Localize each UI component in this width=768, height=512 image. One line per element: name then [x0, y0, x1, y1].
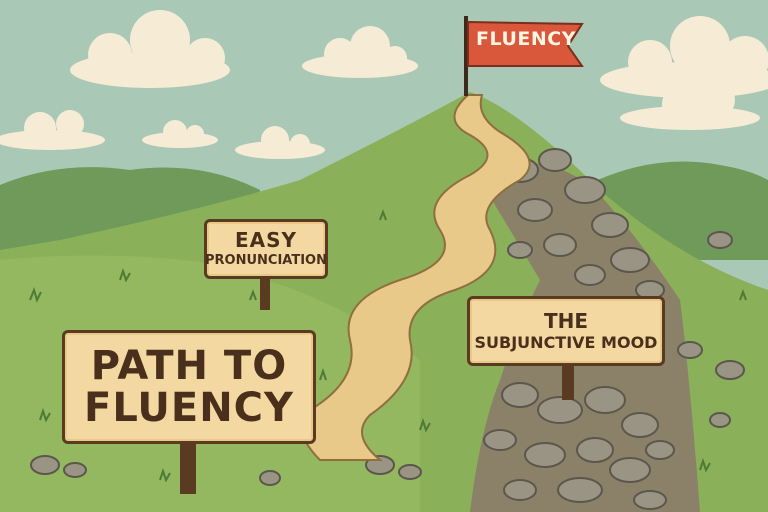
subjunctive-sign-post — [562, 364, 574, 400]
sign-subjunctive-line2: SUBJUNCTIVE MOOD — [474, 332, 658, 352]
cloud — [70, 10, 230, 88]
sign-subjunctive-line1: THE — [543, 308, 589, 333]
sign-easy-line1: EASY — [234, 228, 298, 253]
cloud — [235, 126, 325, 159]
rocks — [30, 148, 745, 510]
sign-easy-line2: PRONUNCIATION — [205, 253, 327, 269]
sign-path-to-fluency: PATH TO FLUENCY — [62, 330, 316, 444]
easy-sign-post — [260, 278, 270, 310]
flag-icon — [467, 20, 584, 67]
cloud — [0, 110, 105, 150]
flag-label: FLUENCY — [476, 28, 576, 50]
cloud — [620, 80, 760, 130]
sign-subjunctive-mood: THE SUBJUNCTIVE MOOD — [467, 296, 665, 366]
cloud — [142, 120, 218, 148]
grass-tufts — [29, 209, 747, 483]
cloud — [302, 26, 418, 78]
sign-easy-pronunciation: EASY PRONUNCIATION — [204, 219, 328, 279]
sign-path-line1: PATH TO — [90, 343, 288, 389]
path-sign-post — [180, 442, 196, 494]
clouds — [0, 10, 768, 159]
sign-path-line2: FLUENCY — [84, 385, 294, 431]
flag-pole — [464, 16, 468, 96]
winding-path — [301, 94, 531, 461]
